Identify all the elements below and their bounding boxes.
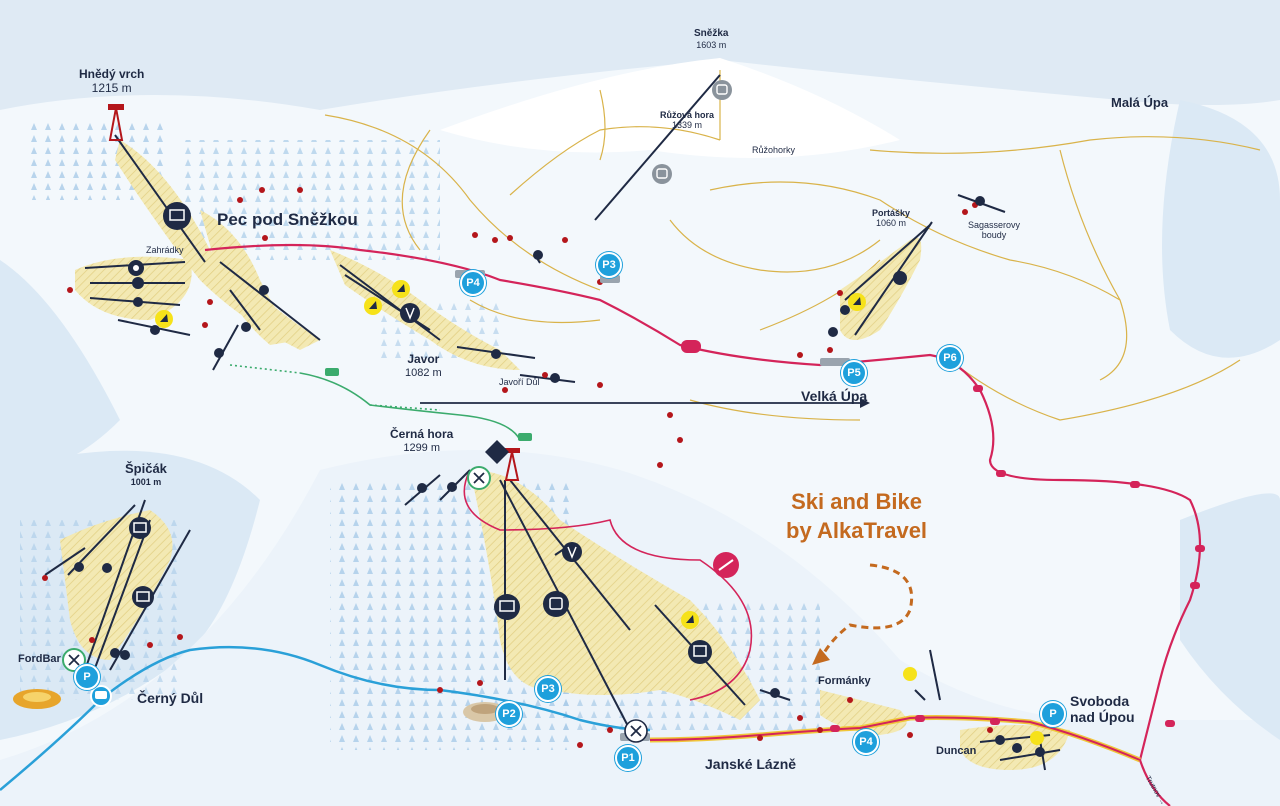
- place-mala-upa: Malá Úpa: [1111, 95, 1169, 110]
- aquapark-icon: [13, 689, 61, 709]
- brand-line1: Ski and Bike: [791, 489, 922, 514]
- restaurant-icon: [467, 466, 491, 490]
- bus-stop-icons: [681, 340, 1205, 732]
- parking-p3-upper: P3: [596, 252, 622, 278]
- peak-snezka-name: Sněžka: [694, 28, 729, 39]
- parking-p4-lower: P4: [853, 729, 879, 755]
- peak-snezka: Sněžka 1603 m: [694, 28, 728, 50]
- chairlift-icon: [132, 277, 144, 289]
- peak-hnedy-vrch-name: Hnědý vrch: [79, 67, 145, 81]
- place-velka-upa: Velká Úpa: [801, 388, 868, 404]
- snowpark-icon: [713, 552, 739, 578]
- peak-javor-elev: 1082 m: [405, 366, 442, 379]
- peak-javor: Javor 1082 m: [405, 352, 442, 379]
- peak-cerna-hora-elev: 1299 m: [403, 441, 441, 454]
- peak-spicak-elev: 1001 m: [130, 476, 162, 487]
- parking-cerny-dul: P: [74, 664, 100, 690]
- place-sagasserovy-line2: boudy: [981, 230, 1007, 241]
- place-javori-dul: Javoří Důl: [499, 377, 540, 387]
- peak-cerna-hora: Černá hora 1299 m: [390, 427, 454, 454]
- ski-rental-icons: [325, 368, 532, 441]
- parking-p3-lower: P3: [535, 676, 561, 702]
- place-pec-pod-snezkou: Pec pod Sněžkou: [217, 210, 358, 229]
- chairlift-icon: [132, 586, 154, 608]
- peak-portasky-name: Portášky: [872, 208, 911, 218]
- chalets: [42, 187, 993, 748]
- bus-icon: [90, 685, 112, 707]
- ski-loop-road: [463, 469, 753, 701]
- place-duncan: Duncan: [936, 745, 977, 757]
- place-svoboda-nad-upou: Svoboda nad Úpou: [1070, 693, 1135, 725]
- lookout-tower-icon: [504, 448, 520, 481]
- peak-ruzova-hora-name: Růžová hora: [660, 110, 715, 120]
- lookout-tower-icon: [108, 104, 124, 141]
- brand-arrow: [818, 563, 914, 661]
- parking-p2: P2: [496, 701, 522, 727]
- gondola-icon: [712, 80, 732, 100]
- parking-p5: P5: [841, 360, 867, 386]
- brand-ski-and-bike: Ski and Bike by AlkaTravel: [786, 488, 927, 545]
- peak-spicak-name: Špičák: [125, 461, 167, 476]
- peak-ruzova-hora-elev: 1339 m: [671, 120, 703, 131]
- parking-svoboda: P: [1040, 701, 1066, 727]
- peak-snezka-elev: 1603 m: [696, 39, 727, 50]
- chairlift-icon: [128, 260, 144, 276]
- road-regional: [649, 716, 1141, 761]
- gondola-icon: [652, 164, 672, 184]
- peak-spicak: Špičák 1001 m: [125, 461, 167, 487]
- place-fordbar: FordBar: [18, 653, 61, 665]
- cross-country-trail: [299, 372, 521, 441]
- mountain-ridge: [0, 0, 1280, 110]
- peak-javor-name: Javor: [407, 352, 440, 366]
- place-zahradky: Zahrádky: [146, 245, 184, 255]
- restaurant-icon: [624, 719, 648, 743]
- gondola-icon: [543, 591, 569, 617]
- chairlift-icon: [688, 640, 712, 664]
- t-bar-lift-icon: [562, 542, 582, 562]
- ski-tour-icon: [485, 440, 509, 464]
- place-formanky: Formánky: [818, 675, 871, 687]
- t-bar-lift-icon: [400, 303, 420, 323]
- chairlift-icon: [129, 517, 151, 539]
- place-sagasserovy-boudy: Sagasserovy boudy: [968, 220, 1020, 241]
- parking-p1: P1: [615, 745, 641, 771]
- peak-portasky-elev: 1060 m: [876, 218, 907, 229]
- peak-hnedy-vrch-elev: 1215 m: [91, 80, 132, 95]
- road-main: [204, 243, 1202, 806]
- peak-ruzova-hora: Růžová hora 1339 m: [660, 110, 714, 131]
- place-sagasserovy-line1: Sagasserovy: [968, 220, 1021, 230]
- place-svoboda-line2: nad Úpou: [1070, 709, 1135, 726]
- place-janske-lazne: Janské Lázně: [705, 756, 797, 772]
- chairlift-icon: [163, 202, 191, 230]
- parking-p6: P6: [937, 345, 963, 371]
- place-ruzohorky: Růžohorky: [752, 145, 796, 155]
- small-lift-markers: [74, 196, 1045, 757]
- chairlift-icon: [494, 594, 520, 620]
- place-svoboda-line1: Svoboda: [1070, 693, 1130, 709]
- peak-portasky: Portášky 1060 m: [872, 208, 910, 229]
- place-cerny-dul: Černý Důl: [137, 690, 204, 706]
- peak-hnedy-vrch: Hnědý vrch 1215 m: [79, 67, 145, 96]
- peak-cerna-hora-name: Černá hora: [390, 427, 454, 441]
- chairlift-icon: [893, 271, 907, 285]
- parking-p4-upper: P4: [460, 270, 486, 296]
- beginner-area-icon: [155, 280, 1044, 745]
- brand-line2: by AlkaTravel: [786, 517, 928, 543]
